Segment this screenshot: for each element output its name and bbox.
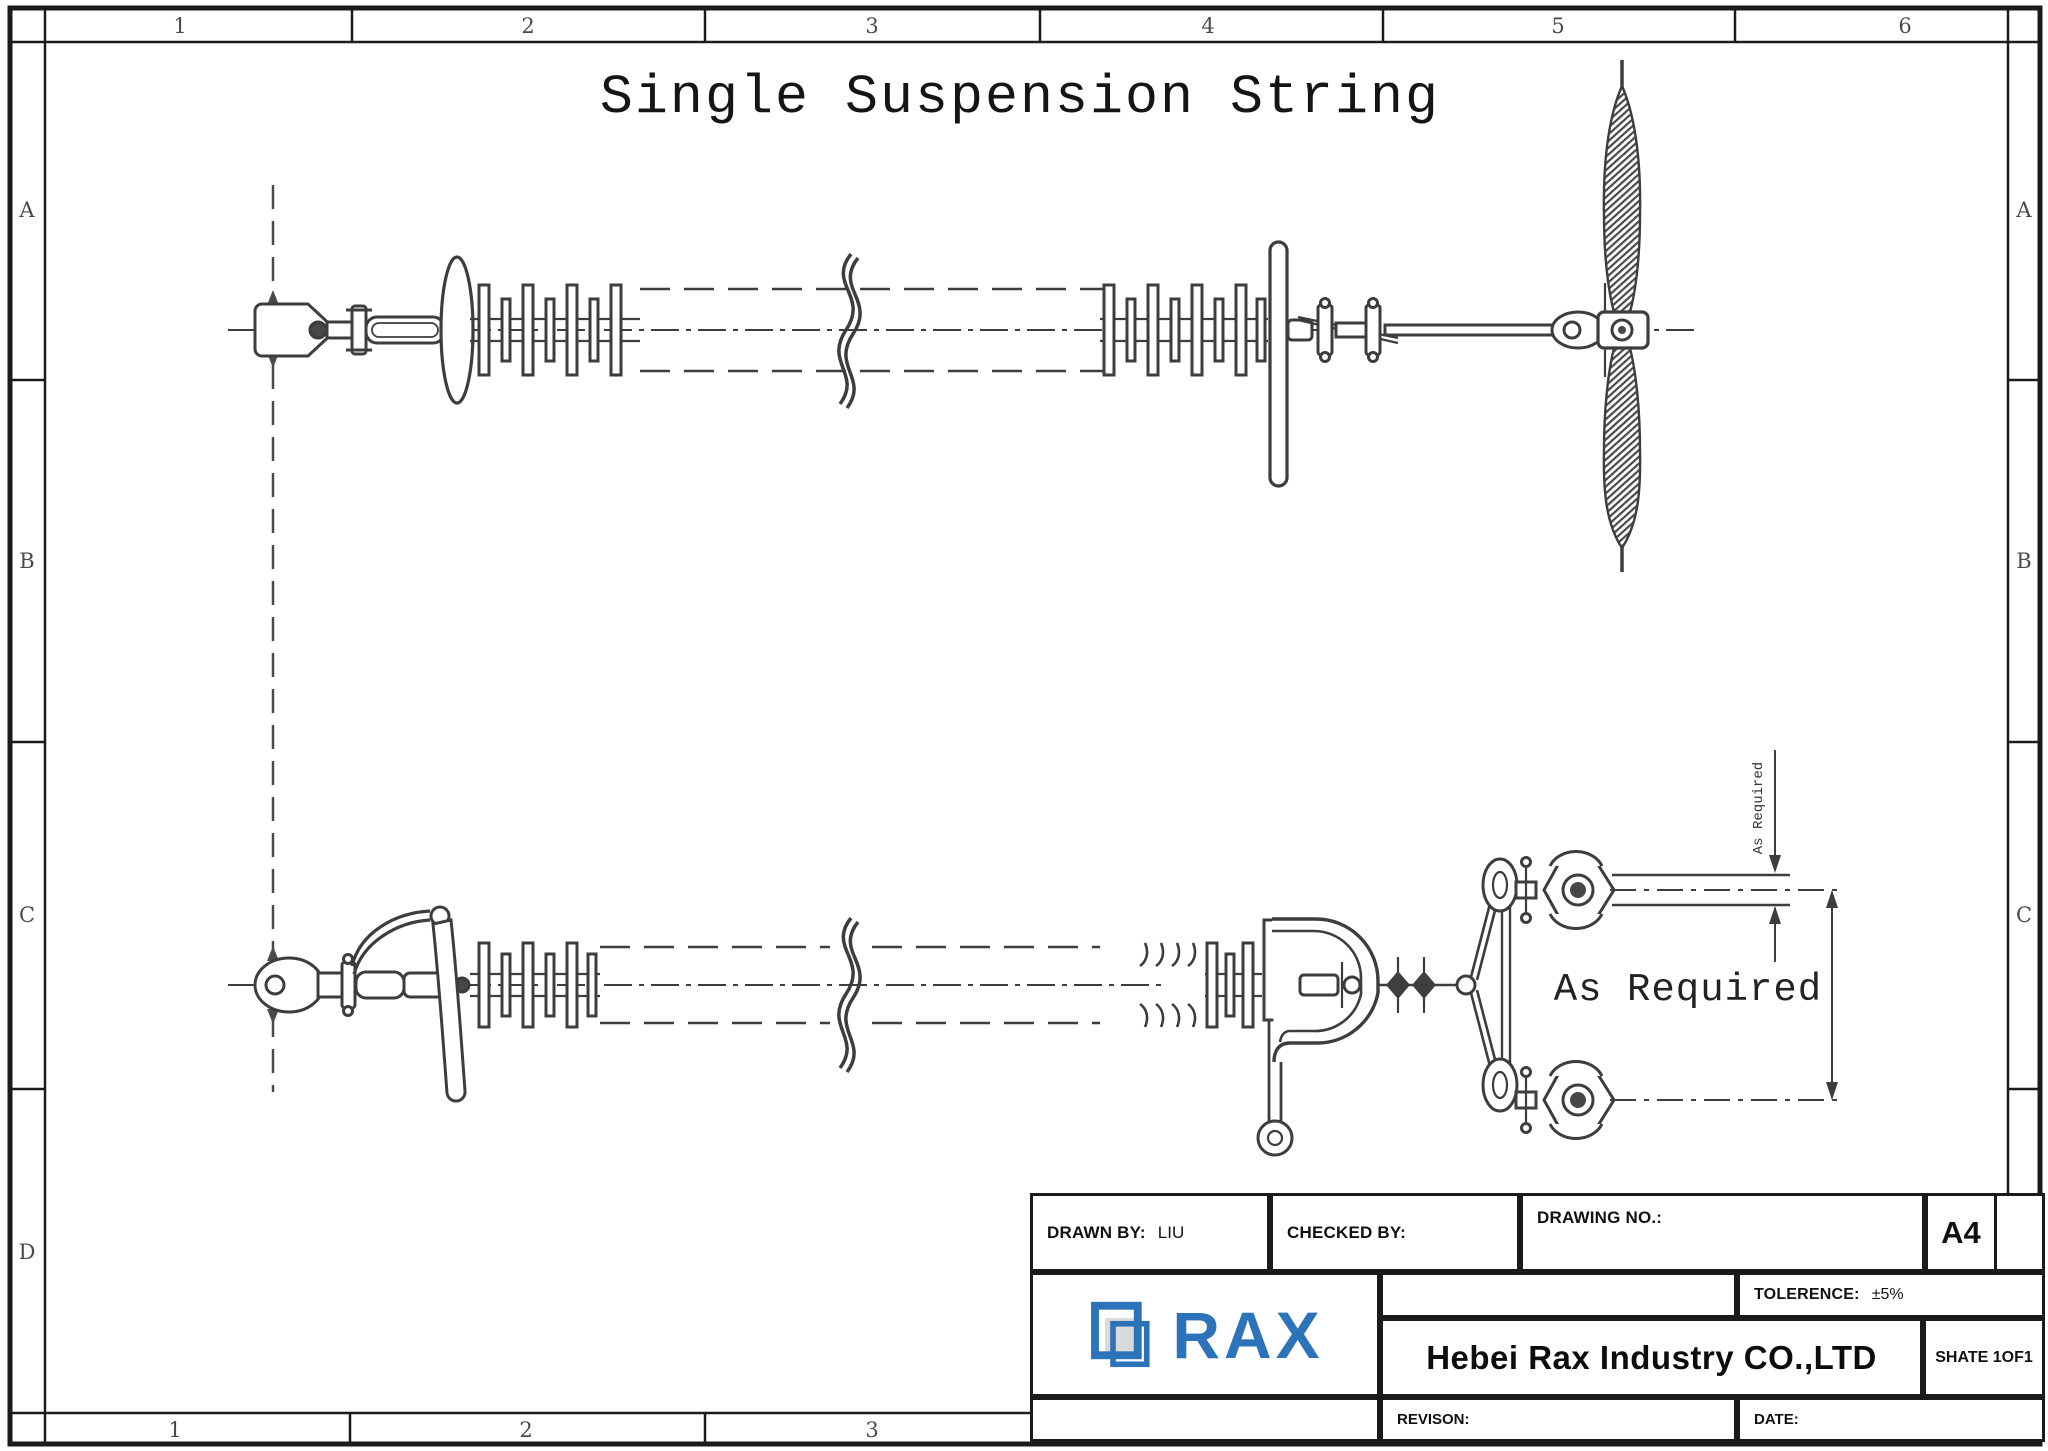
ball-eye-fitting-top	[253, 302, 470, 358]
break-symbol-bottom	[837, 916, 862, 1074]
bottom-left-empty-cell	[1030, 1397, 1380, 1442]
zone-right-b: B	[2016, 549, 2031, 573]
zone-left-b: B	[19, 549, 34, 573]
zone-top-5: 5	[1551, 14, 1564, 38]
zone-labels-right: A B C	[2015, 198, 2032, 927]
revision-label: REVISON:	[1397, 1411, 1470, 1428]
insulator-sheds-top-right	[1100, 283, 1268, 377]
zone-left-d: D	[19, 1240, 36, 1264]
rax-logo-text: RAX	[1172, 1297, 1324, 1372]
zone-labels-bottom: 1 2 3	[168, 1418, 878, 1442]
revision-cell: REVISON:	[1380, 1397, 1737, 1442]
title-block-spacer	[1997, 1193, 2045, 1272]
break-symbol-top	[837, 252, 862, 410]
top-assembly-drawing	[228, 60, 1700, 572]
zone-bottom-3: 3	[865, 1418, 878, 1442]
annotation-bundle-spacing: As Required	[1554, 968, 1822, 1012]
date-label: DATE:	[1754, 1411, 1799, 1428]
drawing-no-cell: DRAWING NO.:	[1520, 1193, 1925, 1272]
hanging-u-bolt	[1267, 1020, 1283, 1122]
annotation-conductor-offset: As Required	[1751, 762, 1767, 854]
rax-logo-icon	[1091, 1301, 1150, 1367]
zone-labels-top: 1 2 3 4 5 6	[173, 14, 1911, 38]
dimension-bundle-spacing	[1826, 890, 1838, 1100]
zone-top-4: 4	[1201, 14, 1214, 38]
drawn-by-value: LIU	[1157, 1222, 1185, 1242]
zone-labels-left: A B C D	[18, 198, 35, 1264]
zone-right-a: A	[2015, 198, 2032, 222]
sheet-cell: SHATE 1OF1	[1923, 1318, 2045, 1397]
break-ripples	[1139, 942, 1197, 1028]
suspension-clamp-top	[1596, 60, 1650, 572]
insulator-sheds-top-left	[470, 283, 640, 377]
link-hardware-top	[1286, 297, 1606, 363]
yoke-plate-assembly	[1378, 857, 1519, 1113]
checked-by-cell: CHECKED BY:	[1270, 1193, 1520, 1272]
rax-logo: RAX	[1086, 1297, 1323, 1373]
insulator-sheds-bottom-left	[470, 941, 600, 1029]
drawn-by-label: DRAWN BY:	[1047, 1222, 1146, 1242]
conductor-clamp-lower	[1514, 1060, 1845, 1140]
blank-cell	[1380, 1272, 1737, 1318]
tolerance-value: ±5%	[1871, 1286, 1904, 1303]
zone-top-6: 6	[1898, 14, 1911, 38]
zone-top-1: 1	[173, 14, 186, 38]
insulator-sheds-bottom-right	[1205, 941, 1262, 1029]
zone-left-a: A	[18, 198, 35, 222]
bow-shackle	[350, 905, 467, 1103]
paper-size-value: A4	[1941, 1214, 1981, 1250]
suspension-clamp-bottom	[1256, 917, 1380, 1157]
title-block: DRAWN BY: LIU CHECKED BY: DRAWING NO.: A…	[1030, 1193, 2045, 1442]
drawing-no-label: DRAWING NO.:	[1537, 1208, 1663, 1227]
grading-disc	[439, 255, 475, 405]
grading-ring	[1268, 240, 1289, 488]
conductor-armor-rods-upper	[1602, 83, 1642, 314]
company-cell: Hebei Rax Industry CO.,LTD	[1380, 1318, 1923, 1397]
zone-top-2: 2	[521, 14, 534, 38]
zone-bottom-1: 1	[168, 1418, 181, 1442]
sheet-number: SHATE 1OF1	[1935, 1348, 2033, 1366]
company-name: Hebei Rax Industry CO.,LTD	[1426, 1338, 1877, 1376]
drawn-by-cell: DRAWN BY: LIU	[1030, 1193, 1270, 1272]
conductor-armor-rods-lower	[1602, 346, 1642, 551]
zone-top-3: 3	[865, 14, 878, 38]
zone-left-c: C	[19, 903, 35, 927]
tolerance-label: TOLERENCE:	[1754, 1286, 1860, 1303]
conductor-clamp-upper	[1514, 850, 1845, 930]
date-cell: DATE:	[1737, 1397, 2045, 1442]
tolerance-cell: TOLERENCE: ±5%	[1737, 1272, 2045, 1318]
zone-right-c: C	[2016, 903, 2032, 927]
bottom-assembly-drawing	[228, 750, 1845, 1157]
logo-cell: RAX	[1030, 1272, 1380, 1397]
zone-bottom-2: 2	[519, 1418, 532, 1442]
paper-size-cell: A4	[1925, 1193, 1997, 1272]
checked-by-label: CHECKED BY:	[1287, 1222, 1407, 1242]
dimension-conductor-offset	[1769, 750, 1781, 962]
drawing-title: Single Suspension String	[600, 66, 1440, 129]
